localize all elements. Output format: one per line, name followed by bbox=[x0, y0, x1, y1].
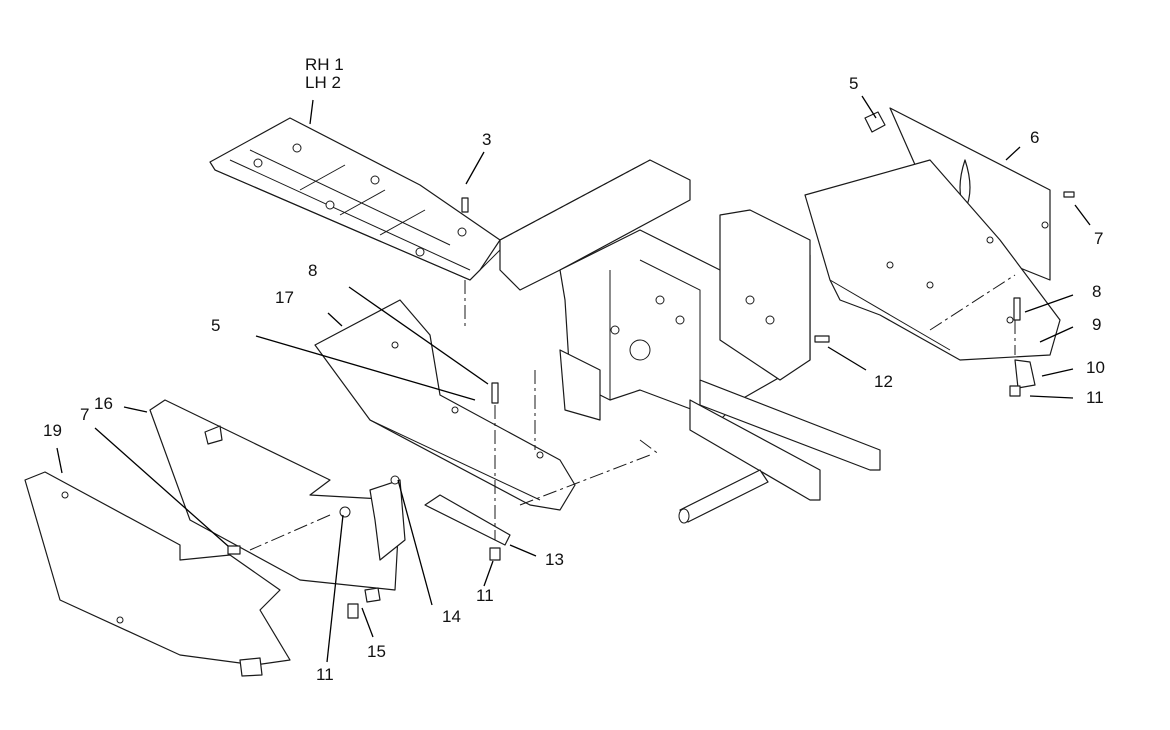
left-front-shield bbox=[24, 471, 291, 677]
callout-lh: LH 2 bbox=[305, 73, 341, 92]
callout-7-left: 7 bbox=[80, 405, 90, 424]
callout-10: 10 bbox=[1086, 358, 1105, 377]
callout-8-right: 8 bbox=[1092, 282, 1102, 301]
callout-16: 16 bbox=[94, 394, 113, 413]
small-brackets bbox=[227, 191, 1075, 619]
callout-11-left: 11 bbox=[316, 665, 334, 684]
footrest-plate bbox=[209, 117, 501, 281]
callout-15: 15 bbox=[367, 642, 386, 661]
callout-13: 13 bbox=[545, 550, 564, 569]
callout-12: 12 bbox=[874, 372, 893, 391]
callout-5-left: 5 bbox=[211, 316, 221, 335]
callout-17: 17 bbox=[275, 288, 294, 307]
callout-5-right: 5 bbox=[849, 74, 859, 93]
callout-11-right: 11 bbox=[1086, 388, 1104, 407]
callout-3: 3 bbox=[482, 130, 492, 149]
leader-lines bbox=[56, 95, 1091, 663]
assembly-centerlines bbox=[249, 159, 1016, 551]
callout-19: 19 bbox=[43, 421, 62, 440]
callout-8-left: 8 bbox=[308, 261, 318, 280]
callout-7-right: 7 bbox=[1094, 229, 1104, 248]
callout-6: 6 bbox=[1030, 128, 1040, 147]
right-floor-panel bbox=[804, 159, 1061, 389]
left-floor-panel bbox=[314, 299, 576, 511]
callout-11-center: 11 bbox=[476, 586, 494, 605]
callout-rh: RH 1 bbox=[305, 55, 344, 74]
callout-9: 9 bbox=[1092, 315, 1102, 334]
main-frame bbox=[499, 159, 881, 524]
callout-14: 14 bbox=[442, 607, 461, 626]
